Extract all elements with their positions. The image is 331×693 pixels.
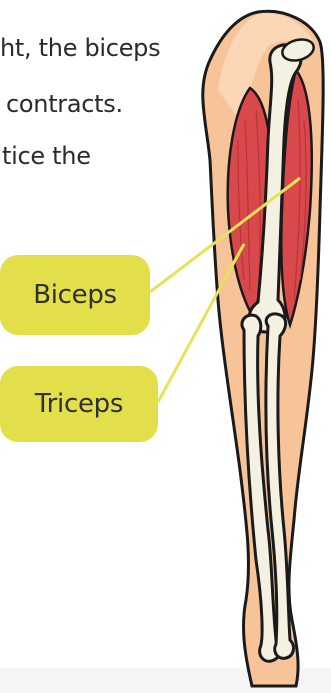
triceps-label: Triceps bbox=[0, 366, 158, 442]
triceps-label-text: Triceps bbox=[35, 389, 123, 419]
caption-line-2: contracts. bbox=[6, 90, 123, 118]
biceps-label-text: Biceps bbox=[33, 280, 117, 310]
caption-line-3: tice the bbox=[2, 142, 91, 170]
caption-line-1: ht, the biceps bbox=[0, 34, 160, 62]
biceps-label: Biceps bbox=[0, 255, 150, 335]
